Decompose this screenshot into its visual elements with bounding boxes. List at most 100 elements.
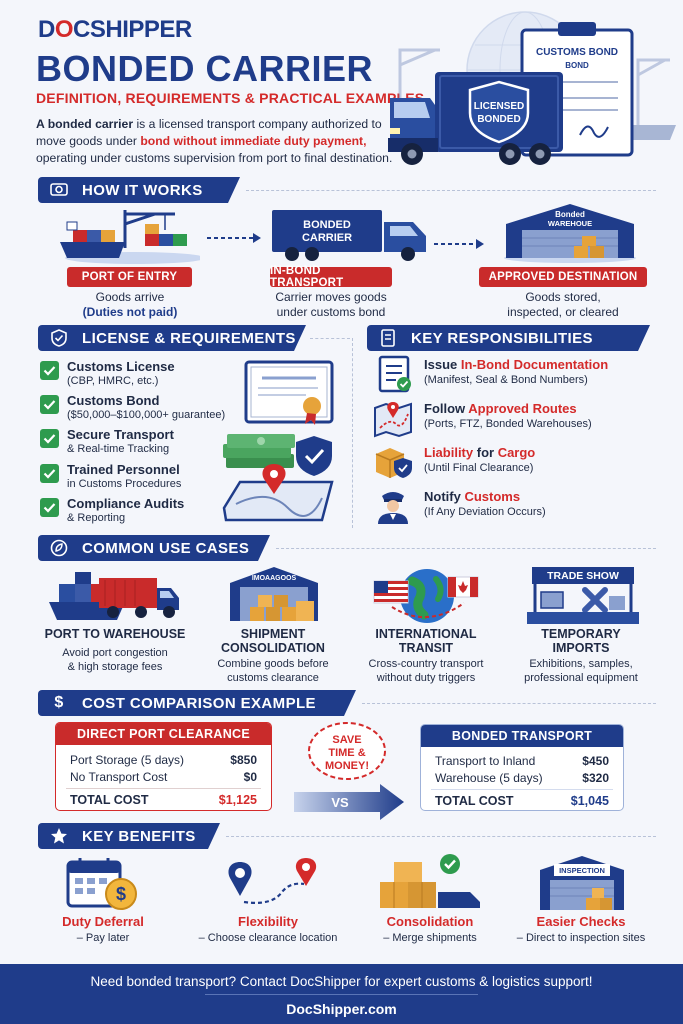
docshipper-logo[interactable]: DOCSHIPPER — [38, 16, 192, 44]
step-desc-in-bond-transport: Carrier moves goods under customs bond — [275, 290, 387, 319]
benefit-desc: – Pay later — [76, 932, 130, 944]
benefit-desc: – Merge shipments — [383, 932, 477, 944]
benefit-title: Duty Deferral — [62, 914, 144, 929]
ship-icon — [620, 125, 676, 140]
port-of-entry-icon — [60, 210, 200, 264]
svg-text:VS: VS — [331, 795, 349, 810]
list-item: Follow Approved Routes (Ports, FTZ, Bond… — [372, 398, 662, 442]
section-header-responsibilities: KEY RESPONSIBILITIES — [367, 325, 650, 351]
footer-message: Need bonded transport? Contact DocShippe… — [90, 974, 593, 989]
in-bond-transport-truck-icon: BONDED CARRIER — [272, 210, 426, 261]
svg-text:Bonded: Bonded — [555, 210, 585, 219]
header-illustration: CUSTOMS BOND BOND LICENSED BONDED — [388, 11, 676, 165]
checkmark-icon — [40, 498, 59, 517]
requirements-list: Customs License(CBP, HMRC, etc.) Customs… — [40, 359, 280, 530]
arrow-right-icon — [434, 239, 484, 249]
svg-text:SAVE: SAVE — [332, 734, 361, 746]
checkmark-icon — [40, 361, 59, 380]
section-header-license: LICENSE & REQUIREMENTS — [38, 325, 306, 351]
list-item: Customs License(CBP, HMRC, etc.) — [40, 359, 280, 393]
list-item: Customs Bond($50,000–$100,000+ guarantee… — [40, 393, 280, 427]
checkmark-icon — [40, 464, 59, 483]
svg-text:$: $ — [116, 884, 126, 904]
section-divider — [310, 338, 350, 339]
money-stack-icon — [223, 434, 295, 468]
cost-row: No Transport Cost$0 — [70, 769, 257, 784]
step-desc-approved-destination: Goods stored, inspected, or cleared — [507, 290, 619, 319]
route-map-icon — [374, 402, 412, 438]
benefit-desc: – Direct to inspection sites — [516, 932, 646, 944]
trade-show-booth-icon — [527, 584, 639, 624]
svg-text:CARRIER: CARRIER — [302, 232, 352, 244]
shield-check-icon — [48, 328, 70, 348]
checkmark-icon — [40, 429, 59, 448]
section-header-use-cases: COMMON USE CASES — [38, 535, 270, 561]
cargo-liability-icon — [375, 448, 412, 478]
footer: Need bonded transport? Contact DocShippe… — [0, 964, 683, 1024]
responsibilities-list: Issue In-Bond Documentation (Manifest, S… — [372, 354, 662, 530]
step-label-port-of-entry: PORT OF ENTRY — [67, 267, 192, 287]
process-icon — [48, 180, 70, 200]
international-transit-icon — [373, 569, 479, 623]
checkmark-icon — [40, 395, 59, 414]
svg-text:IMOAAGOOS: IMOAAGOOS — [252, 575, 297, 582]
documentation-icon — [378, 355, 411, 393]
svg-text:BONDED: BONDED — [477, 114, 520, 125]
cost-row: Transport to Inland$450 — [435, 753, 609, 768]
us-flag-icon — [373, 580, 409, 604]
leaf-icon — [48, 538, 70, 558]
svg-text:WAREHOUE: WAREHOUE — [548, 219, 592, 228]
list-item: Secure Transport& Real-time Tracking — [40, 427, 280, 462]
svg-text:INSPECTION: INSPECTION — [559, 866, 605, 875]
route-pins-icon — [228, 858, 317, 904]
step-desc-port-of-entry: Goods arrive (Duties not paid) — [82, 290, 178, 319]
doc-title: CUSTOMS BOND — [536, 47, 618, 58]
cost-row: Warehouse (5 days)$320 — [435, 770, 609, 785]
doc-sub: BOND — [565, 61, 589, 70]
dollar-icon: $ — [54, 694, 64, 711]
step-label-approved-destination: APPROVED DESTINATION — [479, 267, 647, 287]
certificate-icon — [244, 360, 334, 425]
section-header-cost: $ COST COMPARISON EXAMPLE — [38, 690, 356, 716]
list-item: Issue In-Bond Documentation (Manifest, S… — [372, 354, 662, 398]
step-label-in-bond-transport: IN-BOND TRANSPORT — [270, 265, 392, 289]
list-item: Notify Customs (If Any Deviation Occurs) — [372, 486, 662, 530]
bonded-truck-icon: LICENSED BONDED — [388, 72, 563, 165]
column-divider — [352, 338, 353, 528]
consolidation-boxes-icon — [380, 854, 480, 908]
port-to-warehouse-icon — [49, 572, 179, 620]
section-header-how-it-works: HOW IT WORKS — [38, 177, 240, 203]
use-case-desc: Avoid port congestion& high storage fees — [62, 647, 168, 673]
list-item: Liability for Cargo (Until Final Clearan… — [372, 442, 662, 486]
shield-icon — [468, 80, 530, 144]
section-header-benefits: KEY BENEFITS — [38, 823, 220, 849]
section-divider — [362, 703, 656, 704]
page-subtitle: DEFINITION, REQUIREMENTS & PRACTICAL EXA… — [36, 90, 425, 106]
svg-text:MONEY!: MONEY! — [325, 760, 369, 772]
inspection-warehouse-icon: INSPECTION — [540, 856, 624, 910]
svg-text:BONDED: BONDED — [303, 219, 351, 231]
section-divider — [276, 548, 656, 549]
cost-total: TOTAL COST$1,125 — [70, 793, 257, 807]
trade-show-banner: TRADE SHOW — [532, 567, 634, 584]
consolidation-warehouse-icon: IMOAAGOOS — [230, 567, 318, 621]
star-icon — [48, 826, 70, 846]
section-divider — [246, 190, 656, 191]
svg-text:LICENSED: LICENSED — [474, 101, 525, 112]
footer-website-link[interactable]: DocShipper.com — [286, 1001, 397, 1017]
cost-total: TOTAL COST$1,045 — [435, 794, 609, 808]
save-badge: SAVE TIME & MONEY! — [308, 722, 386, 780]
shield-check-icon — [296, 436, 332, 476]
port-crane-icon — [398, 48, 670, 130]
use-case-desc: Exhibitions, samples,professional equipm… — [524, 658, 638, 684]
benefit-title: Easier Checks — [536, 914, 626, 929]
section-divider — [226, 836, 656, 837]
calendar-dollar-icon: $ — [66, 858, 137, 910]
use-case-title: PORT TO WAREHOUSE — [44, 627, 186, 641]
list-item: Compliance Audits& Reporting — [40, 496, 280, 530]
